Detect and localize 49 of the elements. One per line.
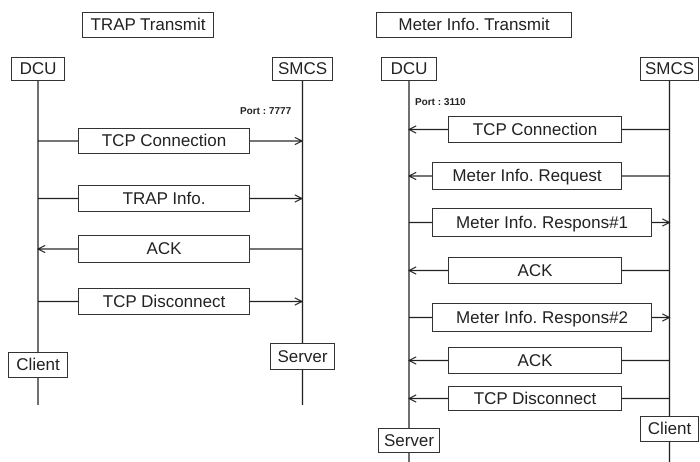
lifeline xyxy=(302,81,304,343)
role-box: Server xyxy=(270,343,335,370)
message-arrow xyxy=(652,313,670,322)
participant-box: DCU xyxy=(11,57,65,81)
participant-box: SMCS xyxy=(272,57,333,81)
participant-box: SMCS xyxy=(640,57,699,81)
message-line xyxy=(622,175,670,177)
title-box: Meter Info. Transmit xyxy=(376,12,572,38)
message-arrow xyxy=(250,194,303,203)
message-arrow xyxy=(408,356,448,365)
message-line xyxy=(409,316,432,318)
message-box: TCP Connection xyxy=(448,116,622,143)
message-line xyxy=(622,270,670,272)
message-box: Meter Info. Respons#1 xyxy=(432,208,652,237)
message-arrow xyxy=(408,125,448,134)
lifeline xyxy=(37,81,39,352)
message-line xyxy=(38,300,78,302)
message-box: TCP Connection xyxy=(78,128,250,154)
message-line xyxy=(409,222,432,224)
message-box: ACK xyxy=(78,235,250,263)
message-box: TRAP Info. xyxy=(78,185,250,212)
lifeline xyxy=(408,81,410,428)
message-arrow xyxy=(408,266,448,275)
message-box: Meter Info. Request xyxy=(432,162,622,190)
message-arrow xyxy=(652,218,670,227)
message-arrow xyxy=(408,172,432,180)
message-line xyxy=(622,128,670,130)
message-arrow xyxy=(37,244,78,254)
message-arrow xyxy=(250,136,303,146)
message-line xyxy=(38,140,78,142)
message-line xyxy=(622,360,670,362)
title-box: TRAP Transmit xyxy=(82,12,214,38)
participant-box: DCU xyxy=(381,57,437,81)
message-line xyxy=(622,398,670,400)
message-box: TCP Disconnect xyxy=(448,386,622,411)
message-line xyxy=(250,248,302,250)
message-arrow xyxy=(408,394,448,403)
role-box: Client xyxy=(8,352,68,378)
role-box: Client xyxy=(640,416,699,442)
message-box: ACK xyxy=(448,347,622,374)
port-label: Port : 3110 xyxy=(415,97,466,108)
message-arrow xyxy=(250,297,303,306)
message-box: TCP Disconnect xyxy=(78,288,250,315)
role-box: Server xyxy=(378,428,440,453)
message-box: ACK xyxy=(448,257,622,284)
message-line xyxy=(38,198,78,200)
lifeline xyxy=(668,81,670,416)
message-box: Meter Info. Respons#2 xyxy=(432,303,652,332)
port-label: Port : 7777 xyxy=(240,106,292,117)
